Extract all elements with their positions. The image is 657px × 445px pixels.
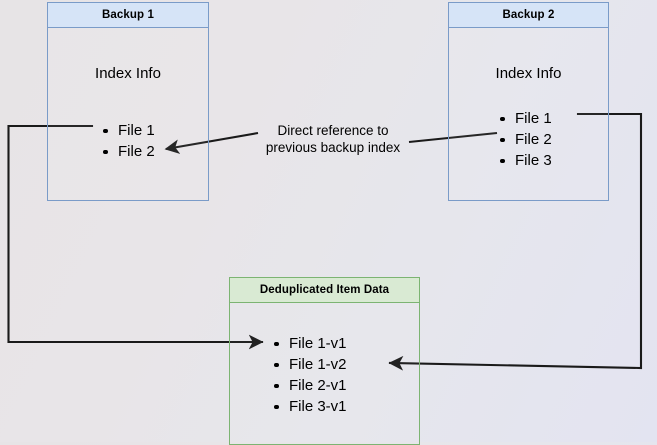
list-item[interactable]: File 3-v1 xyxy=(272,396,347,417)
list-item-label: File 2-v1 xyxy=(289,377,347,394)
list-item[interactable]: File 1-v1 xyxy=(272,333,347,354)
bullet-icon xyxy=(103,149,108,154)
deduplicated-item-data-body: File 1-v1 File 1-v2 File 2-v1 File 3-v1 xyxy=(230,303,419,444)
backup-2-file-list: File 1 File 2 File 3 xyxy=(498,108,552,171)
list-item[interactable]: File 1-v2 xyxy=(272,354,347,375)
connector-caption: Direct reference to previous backup inde… xyxy=(258,122,408,156)
list-item[interactable]: File 2 xyxy=(101,141,155,162)
list-item[interactable]: File 1 xyxy=(101,120,155,141)
deduplicated-item-data-header: Deduplicated Item Data xyxy=(230,278,419,303)
list-item[interactable]: File 2 xyxy=(498,129,552,150)
bullet-icon xyxy=(274,404,279,409)
list-item-label: File 1-v2 xyxy=(289,356,347,373)
list-item-label: File 2 xyxy=(118,143,155,160)
deduplicated-file-list: File 1-v1 File 1-v2 File 2-v1 File 3-v1 xyxy=(272,333,347,417)
list-item-label: File 1-v1 xyxy=(289,335,347,352)
list-item-label: File 1 xyxy=(515,110,552,127)
list-item-label: File 3-v1 xyxy=(289,398,347,415)
backup-1-file-list: File 1 File 2 xyxy=(101,120,155,162)
bullet-icon xyxy=(274,362,279,367)
bullet-icon xyxy=(500,137,505,142)
backup-2-header: Backup 2 xyxy=(449,3,608,28)
connector-caption-line-2: previous backup index xyxy=(265,140,401,155)
bullet-icon xyxy=(274,341,279,346)
list-item-label: File 1 xyxy=(118,122,155,139)
deduplicated-item-data-box[interactable]: Deduplicated Item Data File 1-v1 File 1-… xyxy=(229,277,420,445)
list-item[interactable]: File 1 xyxy=(498,108,552,129)
connector-caption-line-1: Direct reference to xyxy=(277,123,389,138)
backup-2-body: Index Info File 1 File 2 File 3 xyxy=(449,28,608,200)
backup-1-header: Backup 1 xyxy=(48,3,208,28)
list-item-label: File 2 xyxy=(515,131,552,148)
backup-1-box[interactable]: Backup 1 Index Info File 1 File 2 xyxy=(47,2,209,201)
backup-2-box[interactable]: Backup 2 Index Info File 1 File 2 File 3 xyxy=(448,2,609,201)
list-item[interactable]: File 3 xyxy=(498,150,552,171)
bullet-icon xyxy=(274,383,279,388)
backup-1-body: Index Info File 1 File 2 xyxy=(48,28,208,200)
list-item[interactable]: File 2-v1 xyxy=(272,375,347,396)
bullet-icon xyxy=(500,116,505,121)
backup-2-index-info-label: Index Info xyxy=(495,65,562,82)
bullet-icon xyxy=(103,128,108,133)
backup-1-index-info-label: Index Info xyxy=(95,65,161,82)
bullet-icon xyxy=(500,158,505,163)
list-item-label: File 3 xyxy=(515,152,552,169)
